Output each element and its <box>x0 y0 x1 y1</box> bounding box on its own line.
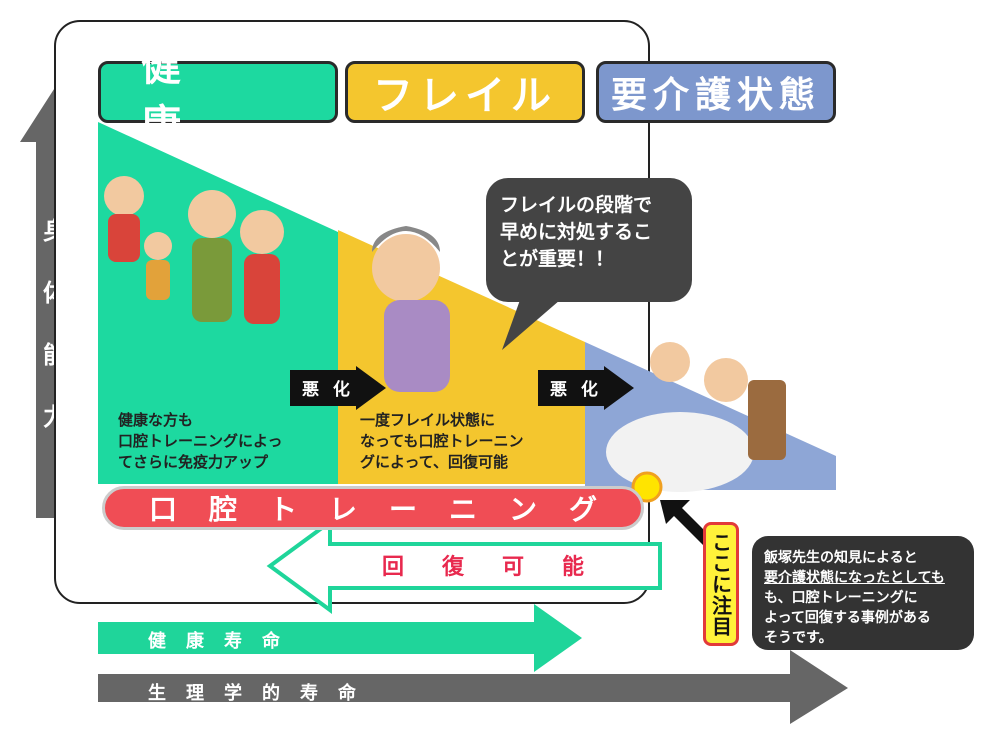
focus-arrow-icon <box>660 500 712 546</box>
bubble-line: とが重要！！ <box>500 248 615 270</box>
person-icon <box>240 210 284 254</box>
person-icon <box>144 232 172 260</box>
bubble-line: フレイルの段階で <box>500 194 653 216</box>
desc-line: 健康な方も <box>118 411 194 429</box>
desc-line: グによって、回復可能 <box>360 453 509 471</box>
advice-speech-bubble: フレイルの段階で 早めに対処するこ とが重要！！ <box>486 178 692 302</box>
stage-healthy-header: 健 康 <box>98 44 338 148</box>
worsen-arrow-1 <box>290 366 386 410</box>
desc-line: 一度フレイル状態に <box>360 411 496 429</box>
patient-icon <box>704 358 748 402</box>
person-icon <box>188 190 236 238</box>
recovery-possible-label: 回復可能 <box>382 555 623 580</box>
healthy-life-label: 健康寿命 <box>148 631 300 652</box>
physiological-life-arrow <box>98 650 848 724</box>
desc-line: 口腔トレーニングによっ <box>118 432 283 450</box>
desc-line: なっても口腔トレーニン <box>360 432 524 450</box>
worsen-label-2: 悪 化 <box>550 380 602 400</box>
elderly-person-icon <box>372 234 440 302</box>
bed-illustration <box>606 412 754 492</box>
caregiver-icon <box>650 342 690 382</box>
note-line-underlined: 要介護状態になったとしても <box>764 570 945 586</box>
healthy-description: 健康な方も 口腔トレーニングによっ てさらに免疫力アップ <box>118 410 283 473</box>
focus-dot-icon <box>631 471 663 503</box>
stage-care-header: 要介護状態 <box>596 61 836 123</box>
desc-line: てさらに免疫力アップ <box>118 453 269 471</box>
focus-here-tag: ここに注目 <box>703 522 739 646</box>
note-line: よって回復する事例がある <box>764 610 931 626</box>
stage-frail-header: フレイル <box>345 61 585 123</box>
oral-training-bar: 口腔トレーニング <box>102 486 644 530</box>
physiological-life-label: 生理学的寿命 <box>148 683 376 704</box>
bubble-line: 早めに対処するこ <box>500 221 653 243</box>
note-line: も、口腔トレーニングに <box>764 590 918 606</box>
frail-description: 一度フレイル状態に なっても口腔トレーニン グによって、回復可能 <box>360 410 524 473</box>
bed-headboard <box>748 380 786 460</box>
note-line: 飯塚先生の知見によると <box>764 550 918 566</box>
healthy-life-arrow <box>98 604 582 672</box>
note-line: そうです。 <box>764 630 833 646</box>
worsen-label-1: 悪 化 <box>302 380 354 400</box>
expert-note: 飯塚先生の知見によると 要介護状態になったとしても も、口腔トレーニングに よっ… <box>752 536 974 650</box>
worsen-arrow-2 <box>538 366 634 410</box>
person-icon <box>104 176 144 216</box>
